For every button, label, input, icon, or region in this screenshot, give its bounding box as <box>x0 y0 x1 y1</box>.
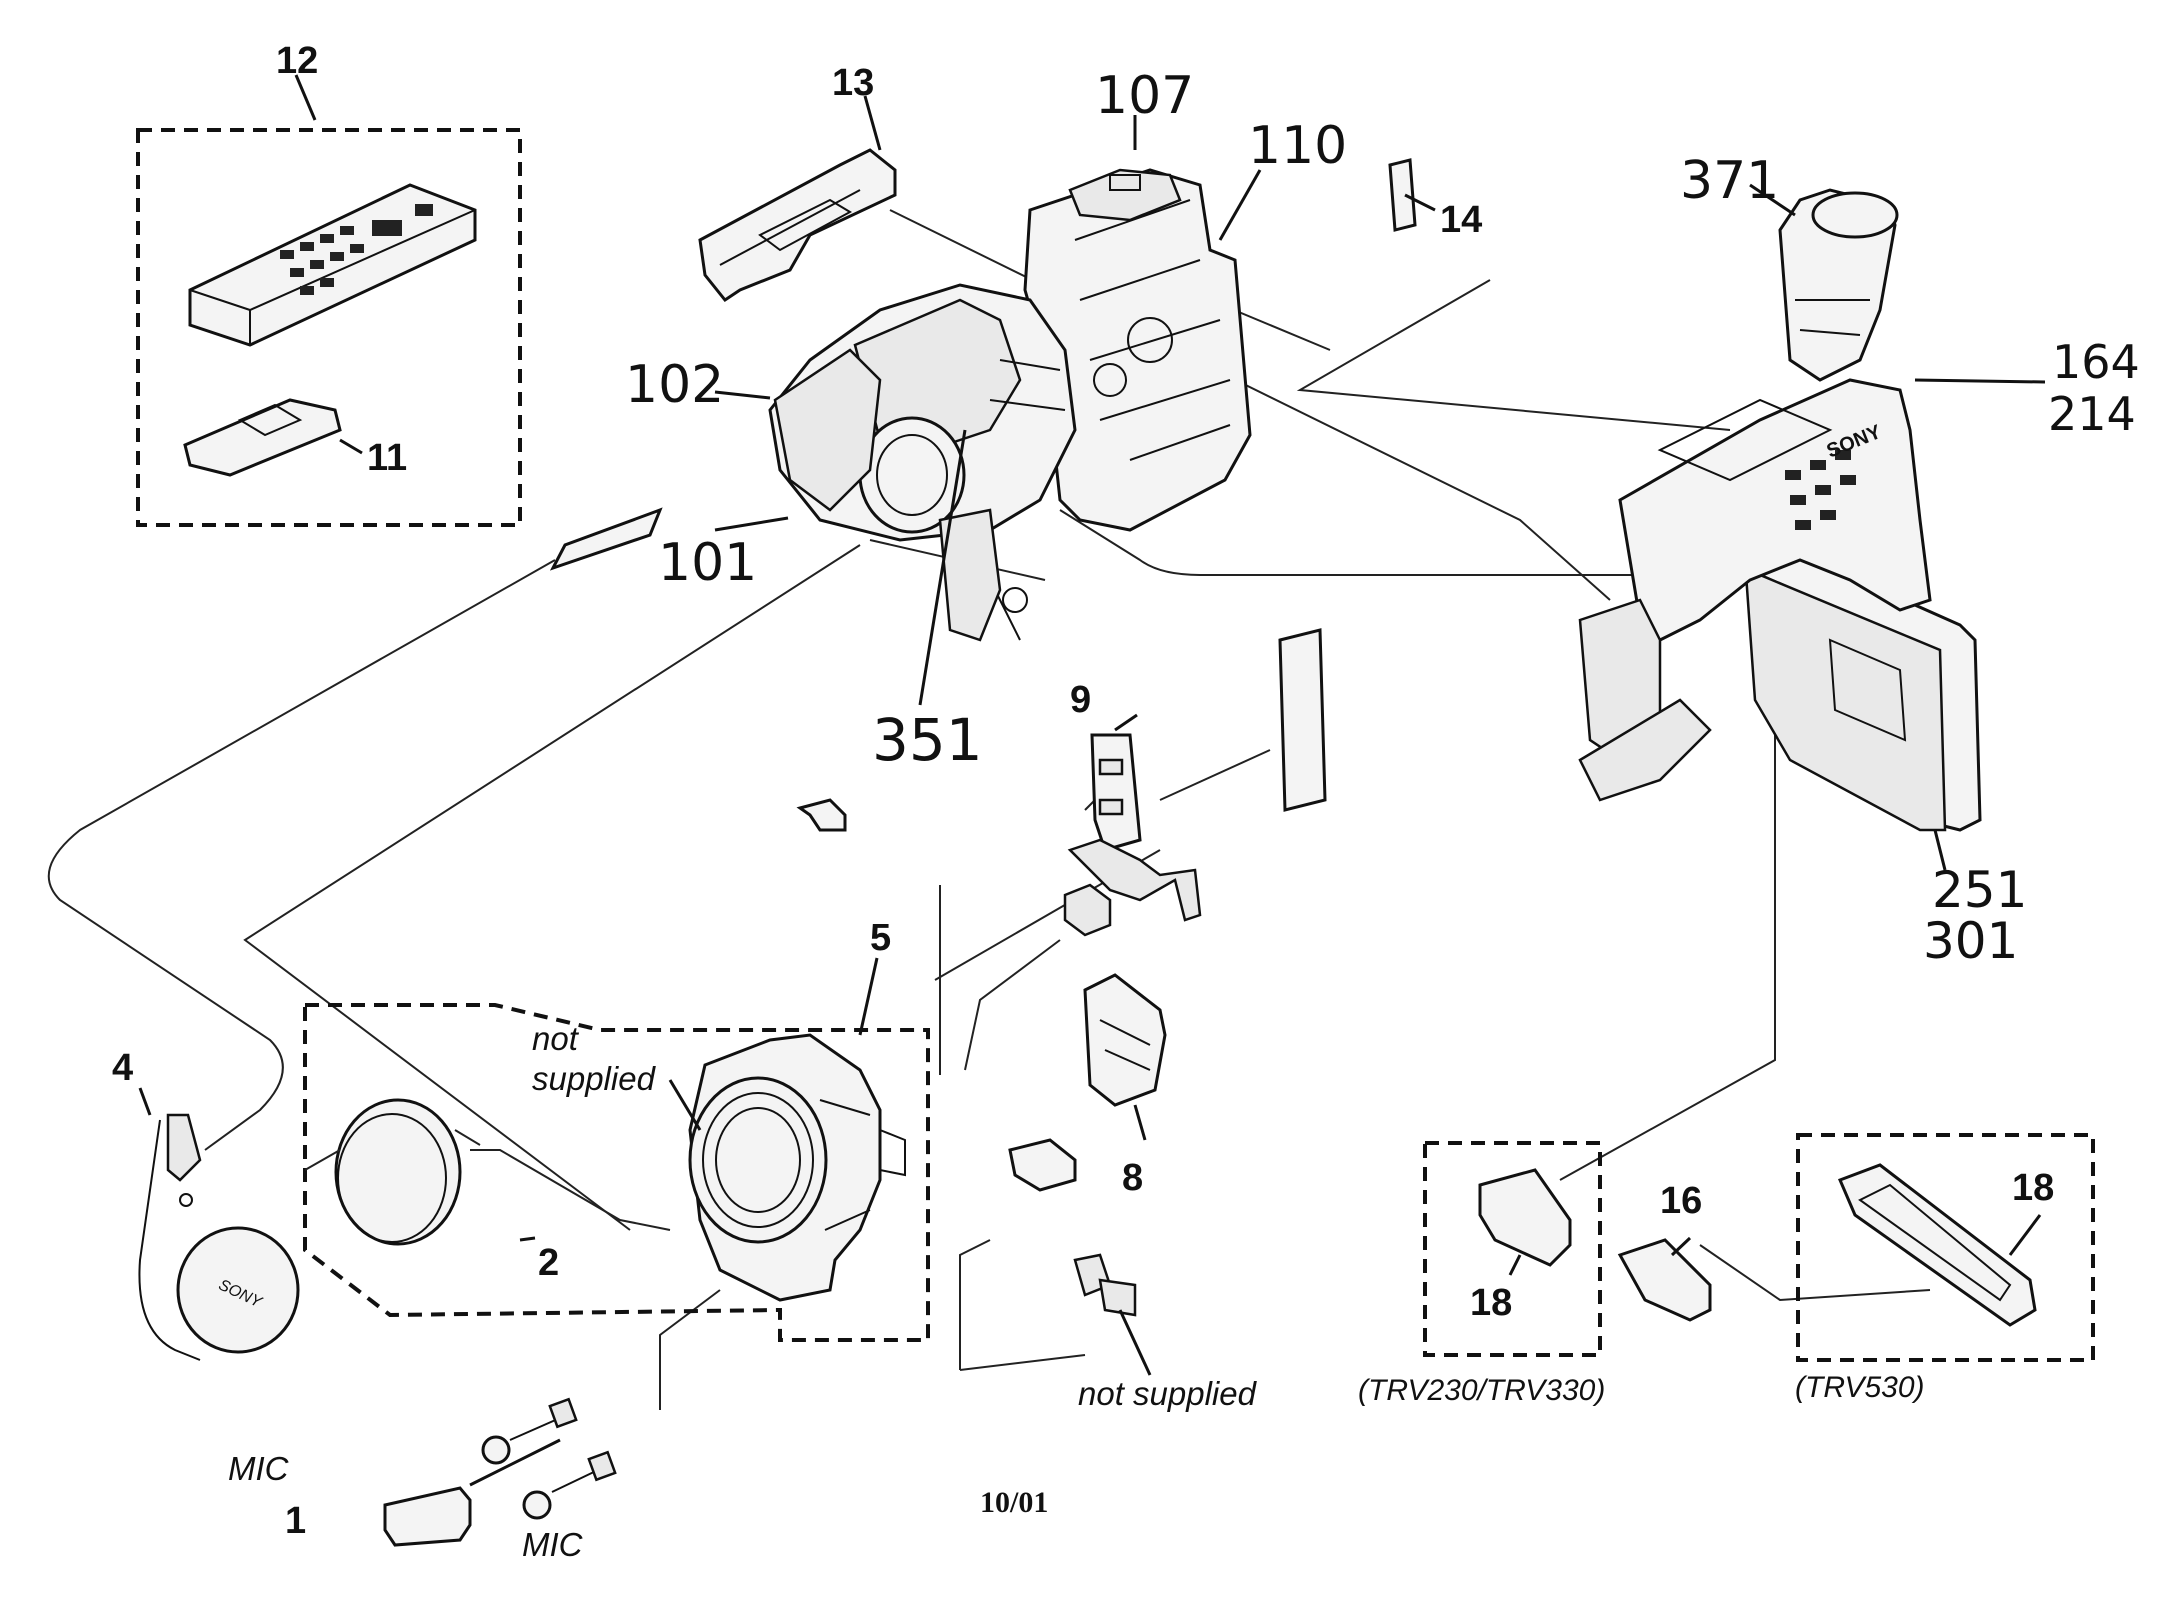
light-guide-piece <box>796 798 847 832</box>
lens-cap-4: SONY <box>138 1113 300 1361</box>
label-351: 351 <box>872 706 983 774</box>
label-13: 13 <box>832 62 874 104</box>
label-16: 16 <box>1660 1180 1702 1222</box>
label-301: 301 <box>1923 912 2018 970</box>
label-214: 214 <box>2048 387 2136 441</box>
label-18-right: 18 <box>2012 1167 2054 1209</box>
lens-barrel-group <box>303 1003 930 1342</box>
label-107: 107 <box>1095 66 1194 126</box>
bracket-14 <box>1388 158 1417 232</box>
label-251: 251 <box>1932 861 2027 919</box>
note-mic-top: MIC <box>228 1450 290 1487</box>
note-mic-bottom: MIC <box>522 1526 584 1563</box>
filter-block-right <box>1278 628 1327 812</box>
mid-parts <box>1008 628 1327 1376</box>
battery-cover <box>183 398 342 477</box>
lens-barrel <box>688 1033 906 1302</box>
note-model-trv530: (TRV530) <box>1795 1371 1925 1404</box>
model-trv530-box <box>1796 1133 2095 1362</box>
label-5: 5 <box>870 917 891 959</box>
remote-kit-group <box>136 128 522 527</box>
label-11: 11 <box>367 437 407 479</box>
label-110: 110 <box>1248 116 1347 176</box>
grip-cabinet-164 <box>1578 378 1932 802</box>
label-371: 371 <box>1680 151 1779 211</box>
label-9: 9 <box>1070 679 1091 721</box>
footer-date: 10/01 <box>980 1486 1048 1519</box>
label-1: 1 <box>285 1500 306 1542</box>
label-164: 164 <box>2052 335 2140 389</box>
label-14: 14 <box>1440 199 1482 241</box>
switch-board <box>1063 838 1202 937</box>
label-18-left: 18 <box>1470 1282 1512 1324</box>
note-not-supplied-top-1: not <box>532 1020 580 1057</box>
not-supplied-tag <box>1073 1253 1152 1376</box>
filter-ring-2 <box>334 1098 462 1246</box>
cushion-16 <box>1617 1238 1712 1322</box>
note-model-trv230: (TRV230/TRV330) <box>1358 1374 1605 1407</box>
circuit-board-8 <box>1083 973 1167 1107</box>
viewfinder-371 <box>1778 188 1899 382</box>
notes: not supplied not supplied MIC MIC (TRV23… <box>228 421 1925 1563</box>
label-4: 4 <box>112 1047 133 1089</box>
note-not-supplied-bottom: not supplied <box>1078 1375 1258 1412</box>
label-2: 2 <box>538 1242 559 1284</box>
label-12: 12 <box>276 40 318 82</box>
flex-strip-left <box>549 507 663 571</box>
small-pad <box>1008 1138 1077 1192</box>
switch-block-9 <box>1090 733 1142 852</box>
frame-107 <box>1068 168 1182 222</box>
leader-lines <box>138 74 2046 1276</box>
note-not-supplied-top-2: supplied <box>532 1060 657 1097</box>
mic-parts <box>383 1397 617 1547</box>
label-8: 8 <box>1122 1157 1143 1199</box>
lcd-panel-251 <box>1742 543 1982 832</box>
remote-control <box>188 183 477 347</box>
label-102: 102 <box>625 355 724 415</box>
top-handle-13 <box>698 148 897 303</box>
board-102 <box>773 348 882 512</box>
model-trv230-box <box>1423 1141 1602 1357</box>
part-labels: 12 11 13 107 110 14 371 164 214 102 101 … <box>112 40 2140 1542</box>
label-101: 101 <box>658 533 757 593</box>
